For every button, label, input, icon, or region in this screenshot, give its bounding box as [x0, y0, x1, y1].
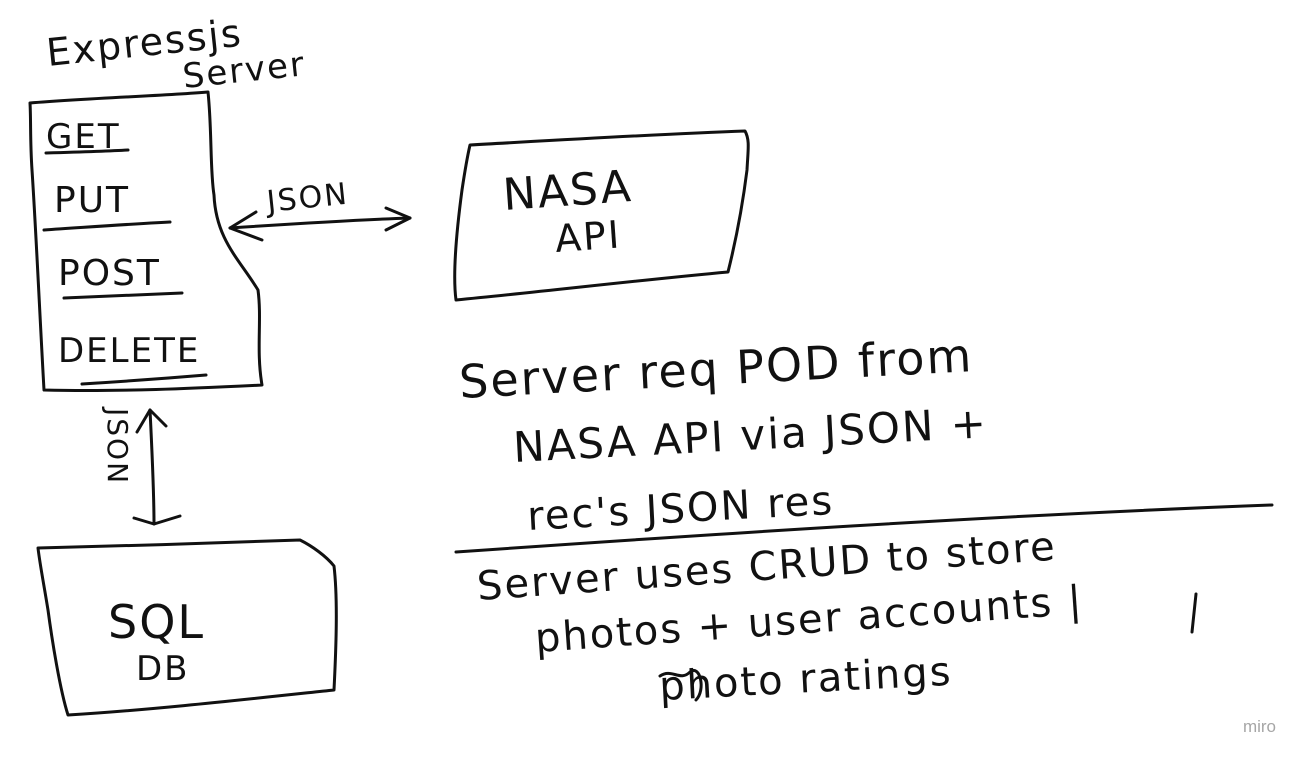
- method-divider-3: [62, 291, 184, 300]
- method-divider-1: [44, 148, 130, 155]
- crud-note-line3: photo ratings: [658, 649, 953, 710]
- method-post: POST: [58, 253, 161, 294]
- accounts-separator-mark: [1190, 592, 1198, 634]
- server-box: [28, 90, 264, 393]
- req-note-line2: NASA API via JSON +: [512, 398, 989, 472]
- req-note-line1: Server req POD from: [458, 328, 975, 409]
- notes-divider: [454, 503, 1274, 554]
- nasa-line2: API: [554, 212, 623, 261]
- server-nasa-arrow: [228, 216, 412, 230]
- method-delete: DELETE: [58, 331, 200, 371]
- db-line1: SQL: [108, 595, 205, 649]
- method-divider-4: [80, 373, 208, 386]
- edge-label-server-db: JSON: [101, 406, 134, 485]
- arrowhead-down: [132, 514, 182, 526]
- edge-label-server-nasa: JSON: [263, 177, 350, 221]
- arrowhead-left: [228, 210, 264, 242]
- nasa-line1: NASA: [501, 161, 634, 221]
- arrowhead-up: [135, 408, 168, 434]
- arrowhead-right: [384, 206, 412, 232]
- server-db-arrow: [148, 408, 156, 526]
- sql-db-box: [36, 538, 338, 717]
- db-line2: DB: [136, 649, 190, 689]
- strike-scribble: [658, 668, 703, 702]
- nasa-api-box: [453, 129, 750, 302]
- method-put: PUT: [54, 180, 130, 221]
- method-get: GET: [46, 117, 121, 157]
- method-divider-2: [42, 220, 172, 232]
- miro-watermark: miro: [1242, 717, 1276, 736]
